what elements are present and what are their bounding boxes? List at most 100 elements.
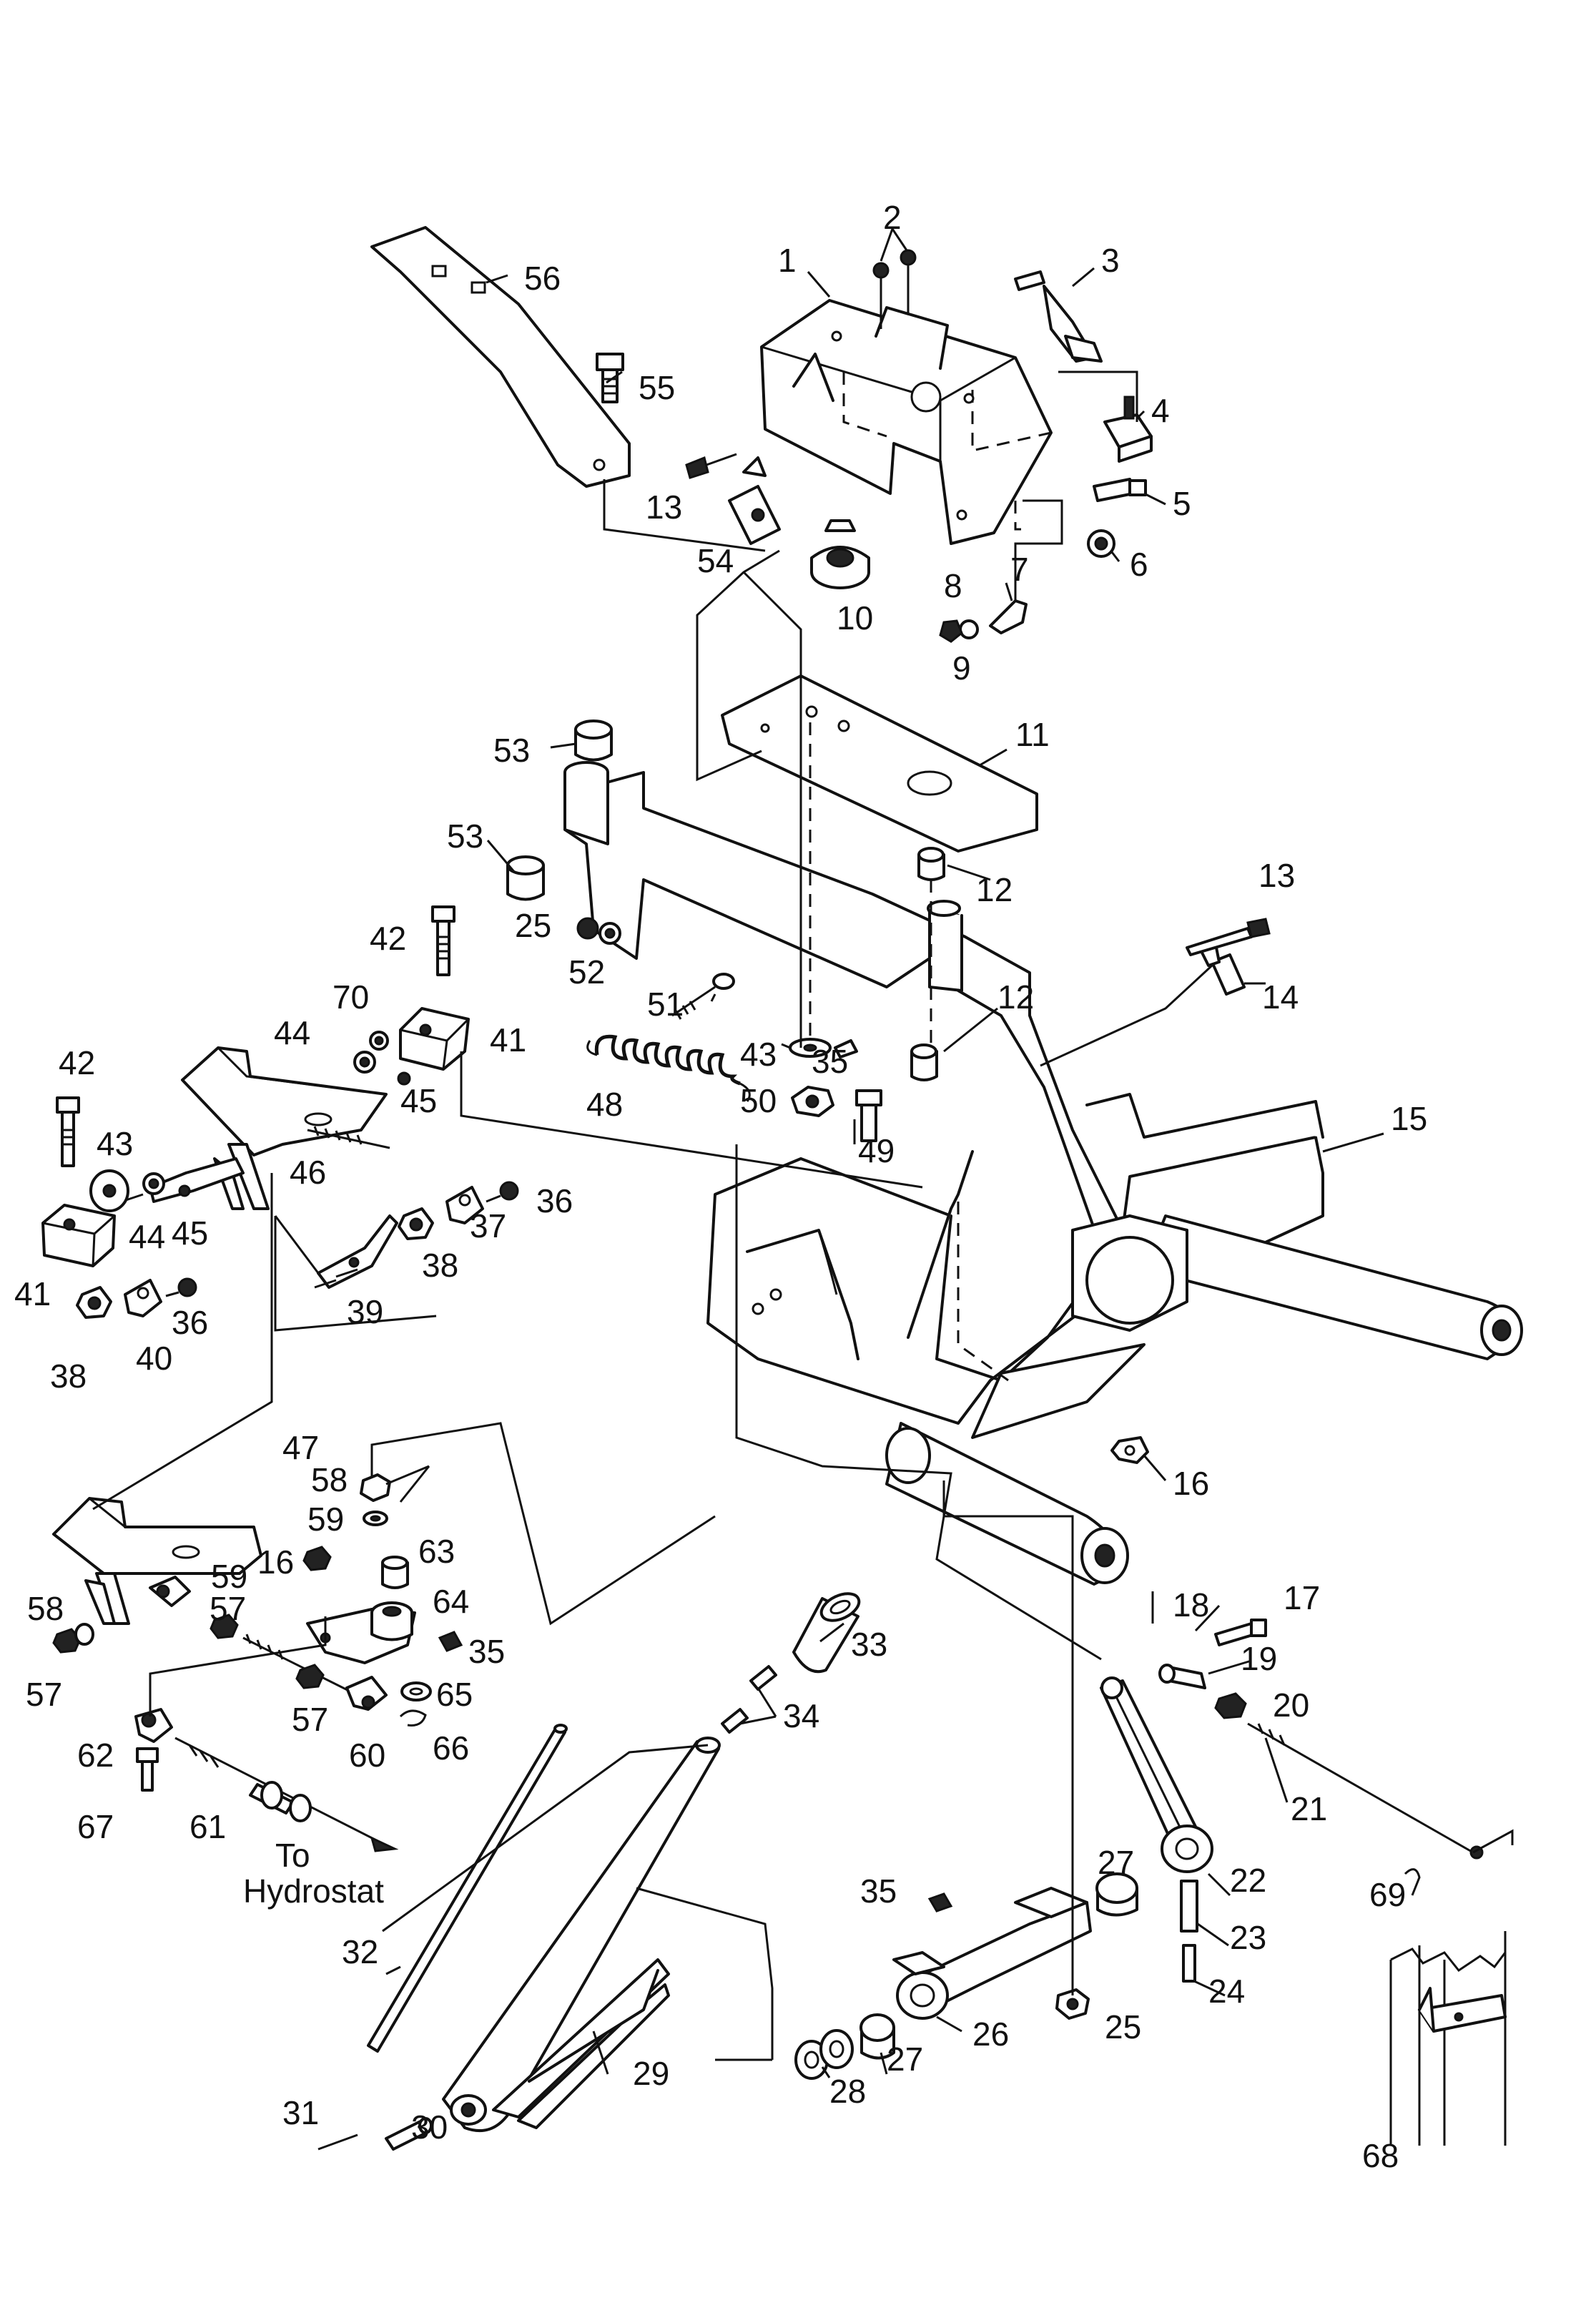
callout-label: 7 xyxy=(1010,551,1029,588)
part-57-nut-left xyxy=(52,1628,82,1654)
callout-label: 35 xyxy=(812,1043,848,1080)
callout-label: 58 xyxy=(311,1461,348,1498)
callout-label: 43 xyxy=(740,1036,777,1073)
part-45-screw-left xyxy=(178,1184,191,1197)
part-15-main-frame xyxy=(563,761,1523,1586)
callout-label: 63 xyxy=(418,1533,455,1570)
callout-label: 44 xyxy=(129,1218,165,1255)
callout-label: 36 xyxy=(536,1182,573,1219)
part-7-bracket xyxy=(989,599,1028,634)
callout-labels: 1 2 3 4 5 6 7 8 9 10 11 12 12 13 13 14 1… xyxy=(14,199,1427,2174)
part-11-plate xyxy=(721,674,1038,853)
part-16-nut-frame xyxy=(1110,1436,1149,1464)
part-34-fittings xyxy=(721,1665,777,1734)
callout-label: 19 xyxy=(1241,1640,1277,1677)
callout-label: 40 xyxy=(136,1340,172,1377)
callout-label: 69 xyxy=(1369,1876,1406,1913)
callout-label: 53 xyxy=(447,817,483,855)
part-35-fitting-left xyxy=(438,1631,463,1652)
part-1-control-housing xyxy=(760,299,1053,545)
part-12-bushing-upper xyxy=(917,847,945,881)
part-53-bushing-lower xyxy=(506,855,545,901)
part-70-rod xyxy=(242,1634,351,1693)
callout-label: 45 xyxy=(172,1214,208,1252)
callout-label: 27 xyxy=(887,2041,923,2078)
part-27-bushing-upper xyxy=(1095,1872,1138,1917)
callout-label: 8 xyxy=(944,567,962,604)
callout-label: 56 xyxy=(524,260,561,297)
note-line-2: Hydrostat xyxy=(243,1872,384,1910)
part-46-spring-rod xyxy=(307,1126,390,1149)
callout-label: 15 xyxy=(1391,1100,1427,1137)
callout-label: 58 xyxy=(27,1590,64,1627)
part-3-lever-switch xyxy=(1014,270,1103,363)
part-47-pedal-lower xyxy=(52,1497,262,1625)
callout-label: 57 xyxy=(210,1590,246,1627)
callout-label: 46 xyxy=(290,1154,326,1191)
callout-label: 52 xyxy=(568,953,605,991)
callout-label: 59 xyxy=(211,1558,247,1595)
callout-label: 11 xyxy=(1015,716,1050,753)
part-17-bolt xyxy=(1214,1619,1267,1646)
part-42-bolt-left xyxy=(56,1096,80,1167)
callout-label: 67 xyxy=(77,1808,114,1845)
part-67-frame-section xyxy=(1389,1931,1507,2146)
callout-label: 34 xyxy=(783,1697,819,1734)
part-27-bushing-lower xyxy=(859,2013,895,2060)
part-59-rod-end-upper xyxy=(149,1576,191,1607)
callout-label: 24 xyxy=(1208,1973,1245,2010)
callout-label: 62 xyxy=(77,1737,114,1774)
part-31-cotter-pin xyxy=(317,2133,358,2151)
callout-label: 22 xyxy=(1230,1862,1266,1899)
part-30-pin xyxy=(385,2117,433,2151)
callout-label: 65 xyxy=(436,1676,473,1713)
callout-label: 31 xyxy=(282,2094,319,2131)
callout-label: 32 xyxy=(342,1933,378,1970)
callout-label: 42 xyxy=(370,920,406,957)
callout-label: 41 xyxy=(14,1275,51,1312)
part-13-screw-upper xyxy=(685,453,737,479)
callout-label: 16 xyxy=(257,1543,294,1581)
part-5-bolt xyxy=(1093,478,1147,502)
callout-label: 54 xyxy=(697,542,734,579)
callout-label: 13 xyxy=(1258,857,1295,894)
part-8-washer xyxy=(959,619,979,639)
part-43-washer-left xyxy=(89,1169,129,1212)
callout-label: 43 xyxy=(97,1125,133,1162)
part-49-bolt xyxy=(855,1089,882,1142)
callout-label: 35 xyxy=(468,1633,505,1670)
callout-label: 5 xyxy=(1173,485,1191,522)
part-37-clamp xyxy=(445,1186,484,1224)
callout-label: 64 xyxy=(433,1583,469,1620)
part-25-nut-lower xyxy=(1055,1988,1090,2020)
part-65-clip xyxy=(399,1709,427,1727)
callout-label: 66 xyxy=(433,1729,469,1767)
part-64-washer xyxy=(400,1681,432,1701)
callout-label: 59 xyxy=(307,1501,344,1538)
part-41-block-left xyxy=(41,1204,116,1267)
callout-label: 25 xyxy=(515,907,551,944)
callout-label: 38 xyxy=(50,1357,87,1395)
part-48-spring xyxy=(586,1034,751,1102)
part-44-bushing-left xyxy=(142,1172,165,1195)
callout-label: 21 xyxy=(1291,1790,1327,1827)
callout-label: 57 xyxy=(292,1701,328,1738)
callout-label: 28 xyxy=(829,2073,866,2110)
part-51-eyebolt xyxy=(671,973,735,1020)
callout-label: 37 xyxy=(470,1207,506,1244)
callout-label: 57 xyxy=(26,1676,62,1713)
callout-label: 39 xyxy=(347,1293,383,1330)
part-50-nut xyxy=(791,1086,834,1117)
part-38-nut-upper xyxy=(398,1207,434,1240)
part-57-nut-mid xyxy=(210,1614,239,1639)
callout-label: 9 xyxy=(952,649,971,687)
callout-label: 20 xyxy=(1273,1686,1309,1724)
part-39-bracket xyxy=(314,1214,398,1289)
part-69-washer xyxy=(369,1031,389,1051)
part-4-toggle-switch xyxy=(1103,396,1153,463)
callout-label: 23 xyxy=(1230,1919,1266,1956)
callout-label: 51 xyxy=(647,986,684,1023)
part-55-bolt xyxy=(596,353,624,403)
part-20-nut xyxy=(1214,1692,1247,1719)
